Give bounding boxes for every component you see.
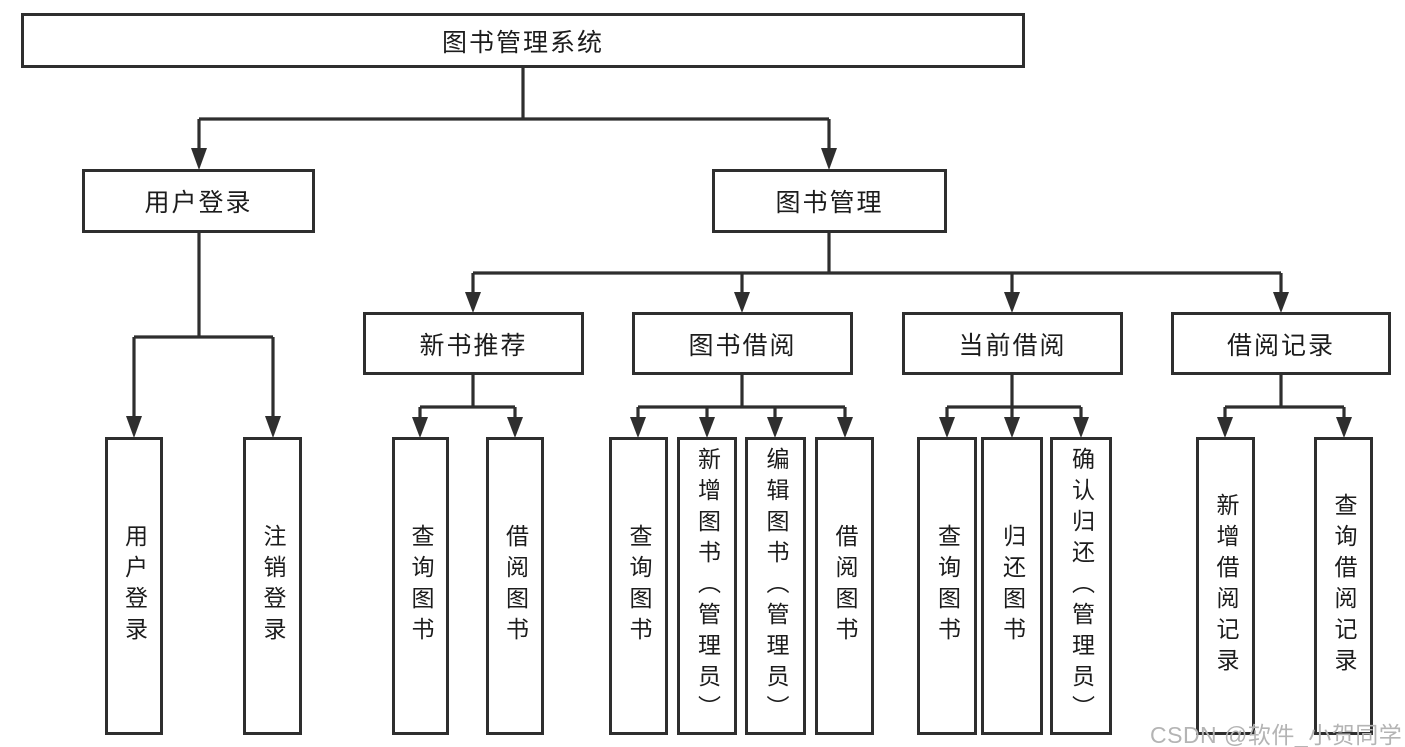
- leaf-br-query-record: 查询借阅记录: [1314, 437, 1373, 735]
- node-new-book-recommendation: 新书推荐: [363, 312, 584, 375]
- node-book-management-branch: 图书管理: [712, 169, 947, 233]
- node-current-borrowing: 当前借阅: [902, 312, 1123, 375]
- leaf-bb-edit-book-admin: 编辑图书（管理员）: [745, 437, 806, 735]
- leaf-cb-query-books: 查询图书: [917, 437, 977, 735]
- leaf-nbr-borrow-books: 借阅图书: [486, 437, 544, 735]
- leaf-bb-query-books: 查询图书: [609, 437, 668, 735]
- leaf-cb-confirm-return-admin: 确认归还（管理员）: [1050, 437, 1112, 735]
- leaf-br-add-record: 新增借阅记录: [1196, 437, 1255, 735]
- leaf-logout: 注销登录: [243, 437, 302, 735]
- node-user-login-branch: 用户登录: [82, 169, 315, 233]
- node-library-system: 图书管理系统: [21, 13, 1025, 68]
- leaf-nbr-query-books: 查询图书: [392, 437, 449, 735]
- leaf-bb-borrow-books: 借阅图书: [815, 437, 874, 735]
- leaf-cb-return-books: 归还图书: [981, 437, 1043, 735]
- leaf-bb-add-book-admin: 新增图书（管理员）: [677, 437, 737, 735]
- node-borrowing-records: 借阅记录: [1171, 312, 1391, 375]
- leaf-user-login: 用户登录: [105, 437, 163, 735]
- node-book-borrowing: 图书借阅: [632, 312, 853, 375]
- csdn-watermark: CSDN @软件_小贺同学: [1150, 722, 1403, 747]
